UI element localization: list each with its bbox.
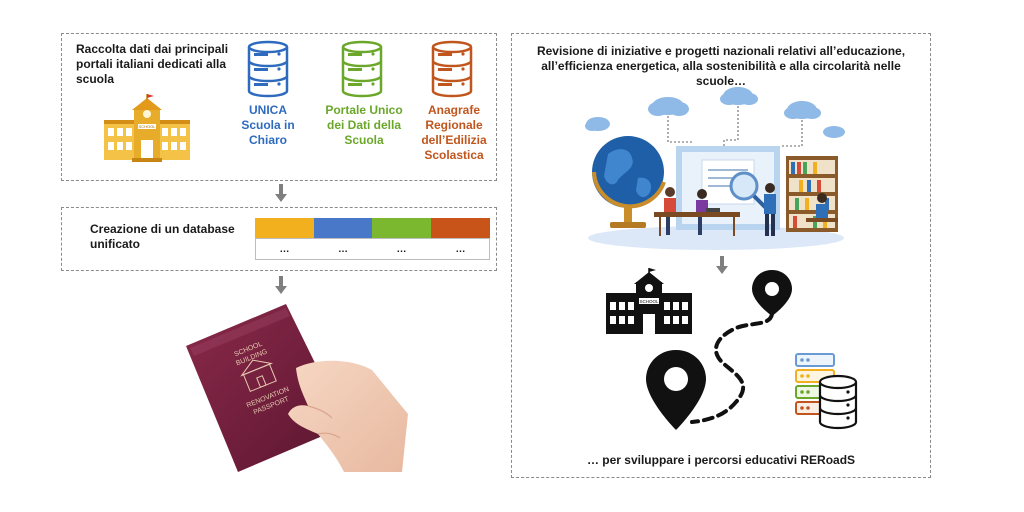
database-cell-4: … xyxy=(455,244,466,255)
data-collection-box xyxy=(61,33,497,181)
database-color-bar-2 xyxy=(314,218,372,238)
database-icon-green xyxy=(341,40,383,98)
database-row xyxy=(255,238,490,260)
source-label-portale-unico: Portale Unico dei Dati della Scuola xyxy=(325,103,403,147)
database-icon-blue xyxy=(247,40,289,98)
school-building-black-icon: SCHOOL xyxy=(606,268,692,334)
unified-database-box xyxy=(61,207,497,271)
database-icon-orange xyxy=(431,40,473,98)
passport-in-hand-image: SCHOOL BUILDING RENOVATION PASSPORT xyxy=(186,304,408,472)
route-path-icon xyxy=(646,270,792,430)
data-collection-title-text: Raccolta dati dai principali portali ita… xyxy=(76,42,229,86)
database-color-bar-4 xyxy=(431,218,490,238)
educational-paths-caption: … per sviluppare i percorsi educativi RE… xyxy=(586,453,856,467)
initiatives-review-box xyxy=(511,33,931,478)
database-cell-3: … xyxy=(396,244,407,255)
school-sign-black-text: SCHOOL xyxy=(639,299,659,304)
down-arrow-icon xyxy=(275,184,287,202)
data-collection-title: Raccolta dati dai principali portali ita… xyxy=(76,42,236,87)
education-illustration xyxy=(585,87,845,250)
source-label-unica: UNICA Scuola in Chiaro xyxy=(241,103,295,147)
server-database-icon xyxy=(795,353,858,430)
database-cell-2: … xyxy=(338,244,348,255)
down-arrow-icon xyxy=(716,256,728,274)
database-cell-1: … xyxy=(279,244,290,255)
unified-database-title: Creazione di un database unificato xyxy=(90,222,235,251)
initiatives-review-title: Revisione di iniziative e progetti nazio… xyxy=(536,44,906,88)
down-arrow-icon xyxy=(275,276,287,294)
source-label-anagrafe: Anagrafe Regionale dell’Edilizia Scolast… xyxy=(421,103,487,162)
school-sign-text: SCHOOL xyxy=(139,124,157,129)
database-color-bar-3 xyxy=(372,218,431,238)
database-color-bar-1 xyxy=(255,218,314,238)
school-building-icon: SCHOOL xyxy=(104,94,190,162)
